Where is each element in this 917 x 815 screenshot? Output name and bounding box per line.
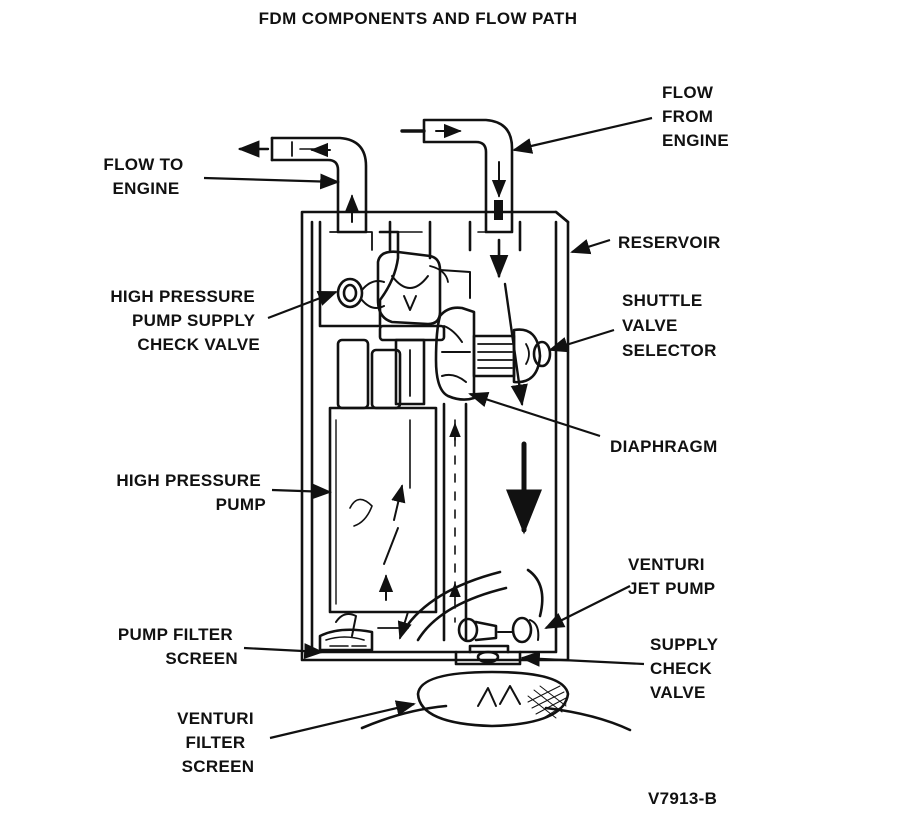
leader-shuttle-valve [548, 328, 615, 353]
supply-check-valve [454, 644, 522, 666]
shuttle-valve-assembly [434, 306, 552, 401]
label-hp-supply-check-valve: HIGH PRESSURE PUMP SUPPLY CHECK VALVE [110, 287, 260, 354]
high-pressure-pump-body [328, 338, 438, 614]
leader-venturi-jet-pump [544, 585, 631, 629]
label-high-pressure-pump: HIGH PRESSURE PUMP [116, 471, 266, 514]
venturi-filter-screen [360, 670, 632, 732]
leader-hp-check-valve [267, 290, 338, 320]
label-flow-from-engine: FLOW FROM ENGINE [662, 83, 729, 150]
label-pump-filter-screen: PUMP FILTER SCREEN [118, 625, 238, 668]
leader-flow-from-engine [512, 116, 653, 154]
leader-diaphragm [468, 391, 601, 438]
leader-supply-check [520, 650, 645, 667]
filter-mesh [527, 685, 567, 721]
label-venturi-filter-screen: VENTURI FILTER SCREEN [177, 709, 259, 776]
fdm-drawing [237, 118, 632, 732]
jet-pump-hoses [397, 568, 544, 642]
check-valve-housing [318, 220, 400, 328]
label-venturi-jet-pump: VENTURI JET PUMP [628, 555, 715, 598]
leader-venturi-filter [269, 700, 416, 740]
leader-pump-filter [243, 643, 324, 659]
reservoir-flow-arrows [489, 238, 542, 535]
label-diaphragm: DIAPHRAGM [610, 437, 718, 456]
label-shuttle-valve-selector: SHUTTLE VALVE SELECTOR [622, 291, 717, 360]
internal-tube [442, 402, 468, 642]
valve-bulb [376, 250, 471, 326]
flow-to-engine-fitting [270, 136, 368, 234]
leader-reservoir [570, 238, 611, 255]
center-collar [378, 324, 446, 406]
leader-lines [203, 116, 653, 740]
leader-hp-pump [271, 483, 332, 500]
figure-id: V7913-B [648, 789, 717, 808]
pump-filter-screen [318, 613, 409, 652]
label-reservoir: RESERVOIR [618, 233, 721, 252]
leader-flow-to-engine [203, 173, 340, 190]
flow-from-engine-fitting [400, 118, 514, 234]
label-supply-check-valve: SUPPLY CHECK VALVE [650, 635, 723, 702]
labels: FLOW TO ENGINE FLOW FROM ENGINE RESERVOI… [103, 83, 729, 808]
venturi-jet-pump [457, 616, 540, 644]
diagram-title: FDM COMPONENTS AND FLOW PATH [259, 9, 578, 28]
reservoir-housing [300, 210, 570, 662]
label-flow-to-engine: FLOW TO ENGINE [103, 155, 188, 198]
